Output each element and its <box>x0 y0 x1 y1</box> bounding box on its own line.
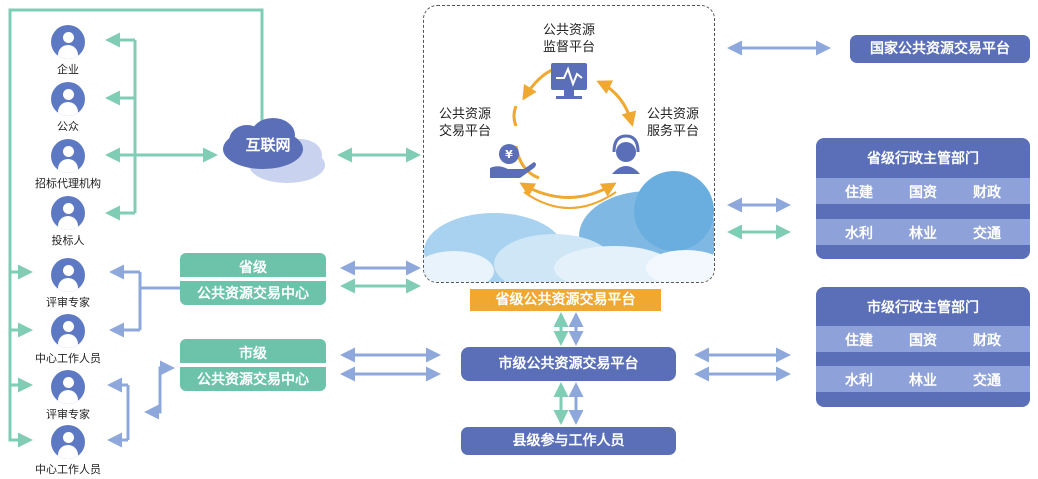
yuan-symbol: ¥ <box>505 148 513 161</box>
headset-service-icon <box>612 134 640 174</box>
dept-row: 水利 林业 交通 <box>816 366 1030 392</box>
provincial-center-line2: 公共资源交易中心 <box>197 286 309 302</box>
dept-item: 水利 <box>845 373 873 389</box>
participant-label: 公众 <box>57 120 79 133</box>
dept-item: 交通 <box>973 373 1001 389</box>
participant-label: 招标代理机构 <box>35 177 101 190</box>
dept-item: 国资 <box>909 333 937 349</box>
person-icon <box>51 425 85 459</box>
national-platform: 国家公共资源交易平台 <box>850 35 1030 63</box>
cloud-decoration <box>424 171 714 282</box>
municipal-platform: 市级公共资源交易平台 <box>461 347 676 381</box>
person-icon <box>51 82 85 116</box>
dept-item: 交通 <box>973 226 1001 242</box>
municipal-center-line1: 市级 <box>239 346 267 362</box>
dept-row: 住建 国资 财政 <box>816 178 1030 204</box>
provincial-trading-center: 省级 公共资源交易中心 <box>180 253 326 305</box>
dept-item: 林业 <box>909 373 937 389</box>
supervision-platform-label: 公共资源 监督平台 <box>534 22 604 56</box>
trading-platform-label: 公共资源 交易平台 <box>430 106 500 140</box>
person-icon <box>51 139 85 173</box>
participant-label: 中心工作人员 <box>35 463 101 476</box>
participant-label: 企业 <box>57 63 79 76</box>
dept-item: 林业 <box>909 226 937 242</box>
platform-cycle-graphic: ¥ <box>424 63 714 282</box>
supervision-line1: 公共资源 <box>542 23 595 38</box>
person-icon <box>51 370 85 404</box>
service-platform-label: 公共资源 服务平台 <box>638 106 708 140</box>
county-staff-box: 县级参与工作人员 <box>461 427 676 455</box>
dept-title: 市级行政主管部门 <box>867 300 979 316</box>
participant-label: 评审专家 <box>46 296 90 309</box>
service-line1: 公共资源 <box>646 107 699 122</box>
dept-item: 国资 <box>909 185 937 201</box>
trading-line1: 公共资源 <box>438 107 491 122</box>
service-line2: 服务平台 <box>646 124 699 139</box>
yuan-hand-icon <box>490 144 536 178</box>
dept-item: 财政 <box>973 185 1001 201</box>
trading-line2: 交易平台 <box>438 124 491 139</box>
dept-item: 住建 <box>845 185 873 201</box>
dept-item: 住建 <box>845 333 873 349</box>
person-icon <box>51 25 85 59</box>
person-icon <box>51 196 85 230</box>
dept-item: 财政 <box>973 333 1001 349</box>
participant-label: 投标人 <box>51 234 85 247</box>
participant-label: 评审专家 <box>46 408 90 421</box>
dept-item: 水利 <box>845 226 873 242</box>
monitor-icon <box>551 63 587 99</box>
municipal-center-line2: 公共资源交易中心 <box>197 372 309 388</box>
person-icon <box>51 258 85 292</box>
municipal-trading-center: 市级 公共资源交易中心 <box>180 339 326 391</box>
person-icon <box>51 314 85 348</box>
provincial-center-line1: 省级 <box>239 260 267 276</box>
participant-label: 中心工作人员 <box>35 352 101 365</box>
internet-cloud-icon <box>223 118 325 183</box>
dept-title: 省级行政主管部门 <box>867 151 979 167</box>
supervision-line2: 监督平台 <box>542 40 595 55</box>
dept-row: 水利 林业 交通 <box>816 219 1030 245</box>
municipal-admin-departments: 市级行政主管部门 住建 国资 财政 水利 林业 交通 <box>816 287 1030 407</box>
provincial-platform-bar: 省级公共资源交易平台 <box>470 289 661 311</box>
dept-row: 住建 国资 财政 <box>816 326 1030 352</box>
internet-label: 互联网 <box>245 136 291 154</box>
provincial-admin-departments: 省级行政主管部门 住建 国资 财政 水利 林业 交通 <box>816 138 1030 259</box>
public-resource-platform-box: ¥ 公共资源 监督平台 公共资源 交易平台 公共资源 服务平台 <box>423 5 715 283</box>
